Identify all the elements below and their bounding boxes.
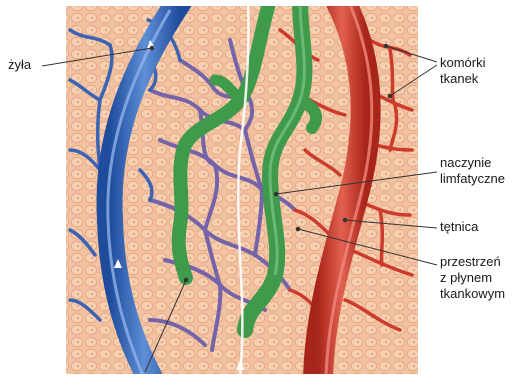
label-lymph-vessel: naczynie limfatyczne (440, 155, 505, 187)
label-vein: żyła (8, 57, 31, 73)
label-interstitial-fluid: przestrzeń z płynem tkankowym (440, 254, 505, 302)
label-artery: tętnica (440, 219, 478, 235)
label-tissue-cells: komórki tkanek (440, 55, 486, 87)
